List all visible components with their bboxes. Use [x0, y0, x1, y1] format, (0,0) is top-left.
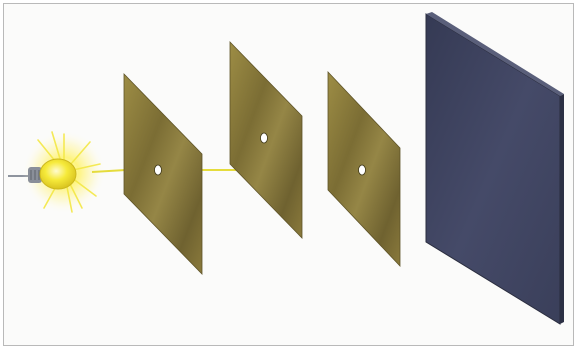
card-1-hole: [155, 165, 162, 175]
card-2-hole: [261, 133, 268, 143]
card-3-hole: [359, 165, 366, 175]
card-1: [124, 74, 202, 274]
screen: [426, 12, 564, 324]
card-2: [230, 42, 302, 238]
card-3: [328, 72, 400, 266]
